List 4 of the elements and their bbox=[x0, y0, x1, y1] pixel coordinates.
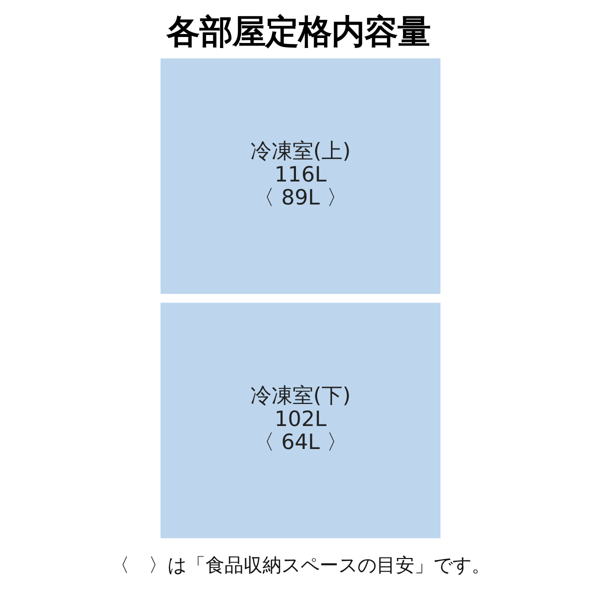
node-box: 冷凍室(上) 116L 〈 89L 〉 bbox=[160, 58, 440, 294]
diagram-title: 各部屋定格内容量 bbox=[166, 12, 430, 51]
node-box: 冷凍室(下) 102L 〈 64L 〉 bbox=[160, 302, 440, 538]
caption: 〈 〉は「食品収納スペースの目安」です。 bbox=[110, 554, 490, 577]
